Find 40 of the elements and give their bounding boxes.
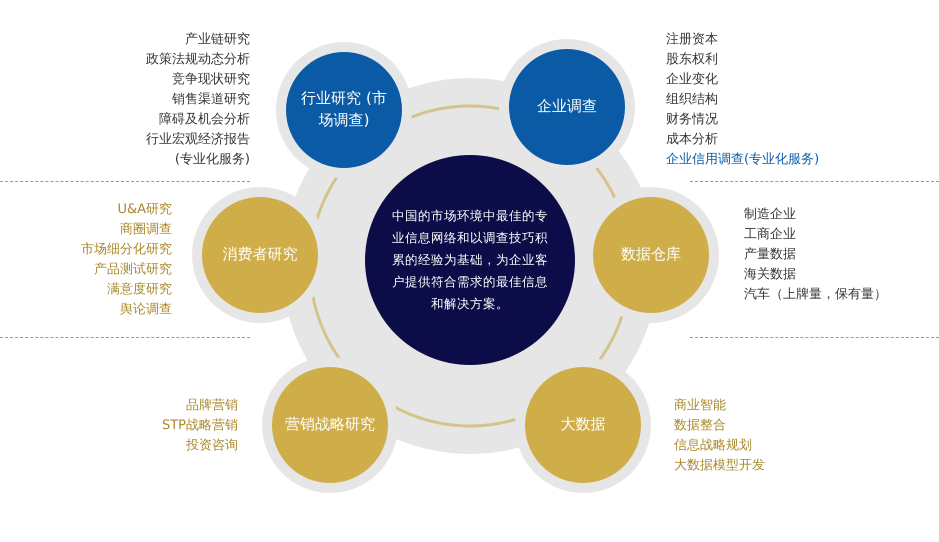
topic-item: 信息战略规划	[674, 437, 752, 455]
topic-item: 数据整合	[674, 417, 726, 435]
topic-title: 数据仓库	[621, 244, 681, 266]
topic-item: 汽车（上牌量，保有量）	[744, 286, 887, 304]
topic-item: 财务情况	[666, 111, 718, 129]
topic-item: 障碍及机会分析	[159, 111, 250, 129]
topic-item: STP战略营销	[162, 417, 238, 435]
topic-item: 注册资本	[666, 31, 718, 49]
mission-statement: 中国的市场环境中最佳的专业信息网络和以调查技巧积累的经验为基础，为企业客户提供符合需求的最佳信息和解决方案。	[391, 207, 549, 313]
topic-item: (专业化服务)	[174, 151, 250, 169]
topic-circle	[202, 197, 318, 313]
topic-item: 满意度研究	[107, 281, 172, 299]
topic-item: U&A研究	[117, 201, 172, 219]
topic-item: 股东权利	[666, 51, 718, 69]
topic-item: 市场细分化研究	[81, 241, 172, 259]
topic-item: 组织结构	[666, 91, 718, 109]
topic-item: 海关数据	[744, 266, 796, 284]
topic-item: 产业链研究	[185, 31, 250, 49]
topic-item: 投资咨询	[186, 437, 238, 455]
topic-item: 商圈调查	[120, 221, 172, 239]
topic-item: 品牌营销	[186, 397, 238, 415]
topic-item: 政策法规动态分析	[146, 51, 250, 69]
topic-item: 成本分析	[666, 131, 718, 149]
topic-item: 制造企业	[744, 206, 796, 224]
topic-title: 大数据	[560, 414, 606, 436]
topic-item: 销售渠道研究	[172, 91, 250, 109]
topic-title: 消费者研究	[222, 244, 298, 266]
topic-item: 商业智能	[674, 397, 726, 415]
topic-item: 企业变化	[666, 71, 718, 89]
topic-title: 企业调查	[537, 96, 597, 118]
topic-item: 大数据模型开发	[674, 457, 765, 475]
topic-item: 产品测试研究	[94, 261, 172, 279]
topic-item: 企业信用调查(专业化服务)	[666, 151, 820, 169]
topic-item: 产量数据	[744, 246, 796, 264]
topic-item: 工商企业	[744, 226, 796, 244]
topic-title: 行业研究 (市场调查)	[300, 88, 388, 131]
topic-item: 竞争现状研究	[172, 71, 250, 89]
topic-item: 行业宏观经济报告	[146, 131, 250, 149]
topic-title: 营销战略研究	[285, 414, 375, 436]
topic-item: 舆论调查	[120, 301, 172, 319]
